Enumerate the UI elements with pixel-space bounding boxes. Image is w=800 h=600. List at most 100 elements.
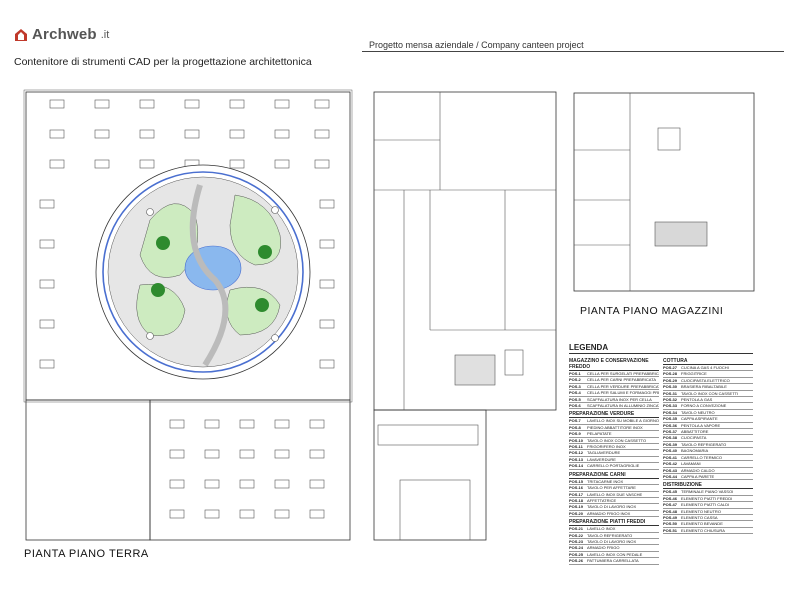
legend-code: POS.20 bbox=[569, 510, 584, 516]
legend-code: POS.2 bbox=[569, 377, 581, 383]
dining-table bbox=[274, 449, 290, 459]
dining-table bbox=[309, 509, 325, 519]
legend-code: POS.16 bbox=[569, 485, 584, 491]
legend-description: PENTOLA A GAS bbox=[681, 397, 713, 403]
archweb-logo[interactable]: Archweb .it bbox=[14, 26, 109, 43]
legend-description: ARMADIO FRIGO bbox=[587, 545, 620, 551]
dining-table bbox=[319, 319, 335, 329]
dining-table bbox=[309, 419, 325, 429]
legend-description: BRASIERA RIBALTABILE bbox=[681, 384, 727, 390]
dining-table bbox=[274, 509, 290, 519]
legend-code: POS.49 bbox=[663, 514, 678, 520]
legend-description: TAGLIAVERDURE bbox=[587, 450, 621, 456]
dining-table bbox=[274, 129, 290, 139]
header: Archweb .it Progetto mensa aziendale / C… bbox=[0, 0, 800, 52]
legend-code: POS.51 bbox=[663, 527, 678, 533]
dining-table bbox=[314, 99, 330, 109]
dining-table bbox=[229, 159, 245, 169]
ground-floor-label: PIANTA PIANO TERRA bbox=[24, 548, 149, 560]
dining-table bbox=[274, 419, 290, 429]
legend-code: POS.26 bbox=[569, 558, 584, 564]
legend-description: TAVOLO INOX CON CASSETTI bbox=[681, 390, 739, 396]
legend-section-title: PREPARAZIONE VERDURE bbox=[569, 411, 659, 419]
legend-description: ELEMENTO PIATTI FREDDI bbox=[681, 495, 733, 501]
legend-code: POS.50 bbox=[663, 521, 678, 527]
legend-code: POS.11 bbox=[569, 444, 583, 450]
dining-table bbox=[319, 359, 335, 369]
legend-description: CUOCIPASTA ELETTRICO bbox=[681, 377, 730, 383]
legend-description: ELEMENTO CASSA bbox=[681, 514, 718, 520]
legend-description: FORNO A CONVEZIONE bbox=[681, 403, 727, 409]
dining-table bbox=[274, 159, 290, 169]
legend-code: POS.27 bbox=[663, 365, 678, 370]
legend-code: POS.18 bbox=[569, 497, 584, 503]
house-logo-icon bbox=[15, 28, 27, 41]
legend-code: POS.19 bbox=[569, 504, 584, 510]
legend-code: POS.1 bbox=[569, 371, 581, 376]
dining-table bbox=[169, 509, 185, 519]
dining-table bbox=[139, 99, 155, 109]
legend-code: POS.7 bbox=[569, 418, 581, 424]
legend-description: TAVOLO REFRIGERATO bbox=[681, 441, 727, 447]
legend-description: CUCINA A GAS 4 FUOCHI bbox=[681, 365, 729, 370]
legend-description: SCAFFALATURA IN ALLUMINIO ZINCATO bbox=[587, 403, 659, 409]
legend-code: POS.47 bbox=[663, 502, 678, 508]
legend-description: TAVOLO DI LAVORO INOX bbox=[587, 504, 637, 510]
dining-table bbox=[94, 129, 110, 139]
legend-code: POS.29 bbox=[663, 377, 678, 383]
legend-code: POS.45 bbox=[663, 489, 678, 495]
legend-description: CAPPA ASPIRANTE bbox=[681, 416, 718, 422]
legend-code: POS.15 bbox=[569, 478, 584, 484]
legend-description: AFFETTATRICE bbox=[587, 497, 617, 503]
legend-code: POS.42 bbox=[663, 461, 678, 467]
dining-table bbox=[314, 129, 330, 139]
warehouse-walls bbox=[573, 92, 755, 292]
legend-code: POS.8 bbox=[569, 424, 581, 430]
legend-description: PIEDINO ABBATTITORE INOX bbox=[587, 424, 643, 430]
legend-code: POS.6 bbox=[569, 403, 581, 409]
legend-description: CELLA PER VERDURE PREFABBRICATA bbox=[587, 383, 659, 389]
legend-description: TRITACARNE INOX bbox=[587, 478, 624, 484]
legend-row: POS.11 FRIGORIFERO INOX bbox=[569, 444, 659, 451]
dining-table bbox=[319, 239, 335, 249]
dining-table bbox=[239, 509, 255, 519]
legend-description: FRIGORIFERO INOX bbox=[587, 444, 626, 450]
legend-section-title: COTTURA bbox=[663, 358, 753, 365]
dining-table bbox=[169, 479, 185, 489]
legend-code: POS.31 bbox=[663, 390, 678, 396]
legend-description: CARRELLO TERMICO bbox=[681, 454, 723, 460]
legend-code: POS.33 bbox=[663, 403, 678, 409]
dining-table bbox=[184, 129, 200, 139]
legend-code: POS.25 bbox=[569, 551, 584, 557]
legend-code: POS.17 bbox=[569, 491, 584, 497]
legend-description: BAGNOMARIA bbox=[681, 448, 709, 454]
legend-code: POS.12 bbox=[569, 450, 584, 456]
legend-description: TAVOLO REFRIGERATO bbox=[587, 532, 633, 538]
legend-description: LAVAVERDURE bbox=[587, 456, 616, 462]
legend-code: POS.21 bbox=[569, 526, 584, 532]
legend-description: ELEMENTO NEUTRO bbox=[681, 508, 721, 514]
legend-description: ARMADIO CALDO bbox=[681, 467, 715, 473]
legend-description: LAVELLO INOX bbox=[587, 526, 616, 532]
legend-code: POS.9 bbox=[569, 431, 581, 437]
legend-code: POS.43 bbox=[663, 467, 678, 473]
